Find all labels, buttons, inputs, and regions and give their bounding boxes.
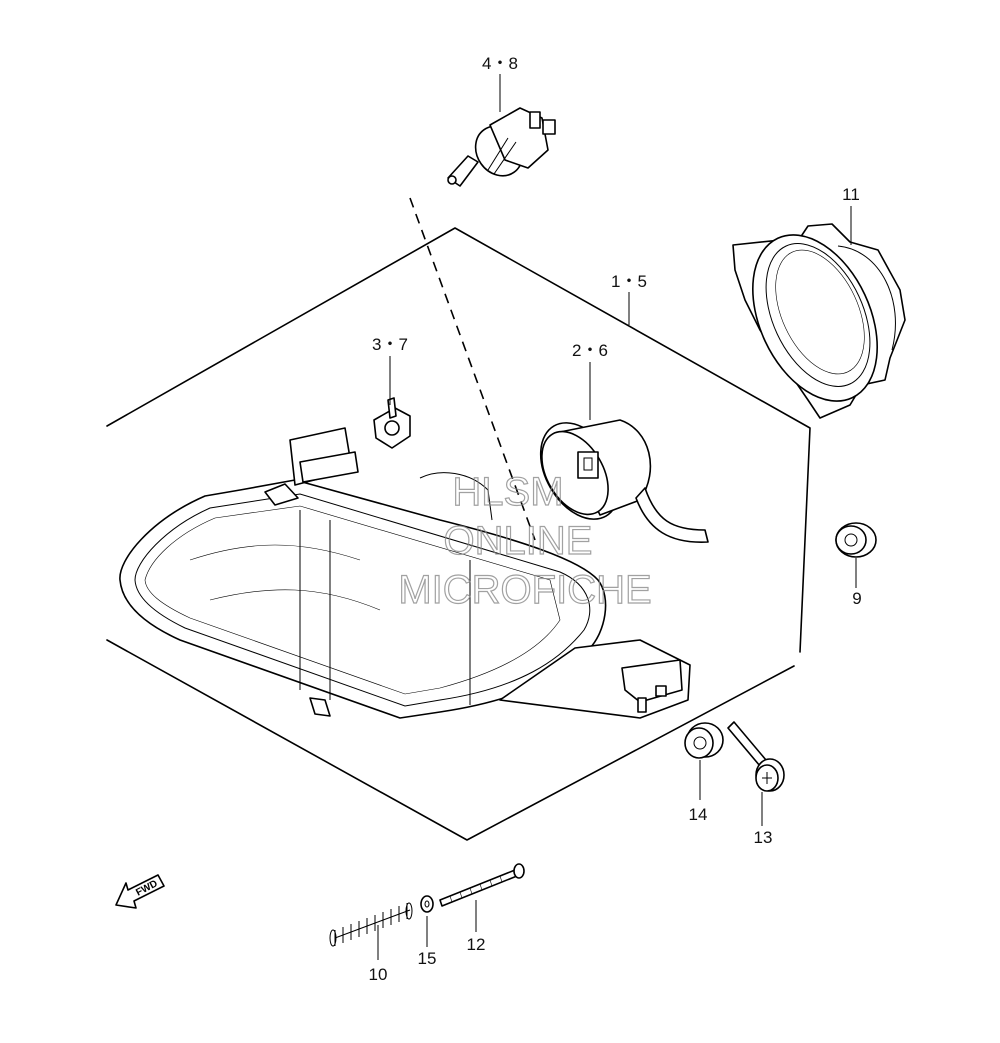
callout-clip: 3・7 [372,335,408,354]
callout-washer: 15 [418,949,437,968]
watermark: HLSM ONLINE MICROFICHE [398,469,653,612]
headlamp-housing[interactable] [119,427,691,719]
watermark-line-2: ONLINE [444,519,593,563]
bolt-part[interactable] [439,863,525,907]
watermark-line-1: HLSM [452,470,563,514]
callout-bolt: 12 [467,935,486,954]
washer-part[interactable] [420,895,434,913]
callout-grommet: 9 [852,589,861,608]
grommet-part[interactable] [835,522,877,558]
callout-cushion: 14 [689,805,708,824]
watermark-line-3: MICROFICHE [398,568,651,612]
cushion-part[interactable] [684,722,724,759]
callout-headlamp-assembly: 1・5 [611,272,647,291]
socket-part[interactable] [525,409,709,543]
callout-ring: 11 [842,185,860,204]
spring-part[interactable] [329,902,413,947]
screw-part[interactable] [727,721,785,792]
callout-socket: 2・6 [572,341,608,360]
retaining-ring-part[interactable] [728,215,906,421]
callout-screw: 13 [754,828,773,847]
callout-spring: 10 [369,965,388,984]
callout-bulb: 4・8 [482,54,518,73]
fwd-label: FWD [134,878,159,898]
fwd-direction-marker: FWD [115,874,165,909]
clip-part[interactable] [373,397,411,449]
bulb-part[interactable] [447,107,556,187]
assembly-outline [106,197,811,841]
